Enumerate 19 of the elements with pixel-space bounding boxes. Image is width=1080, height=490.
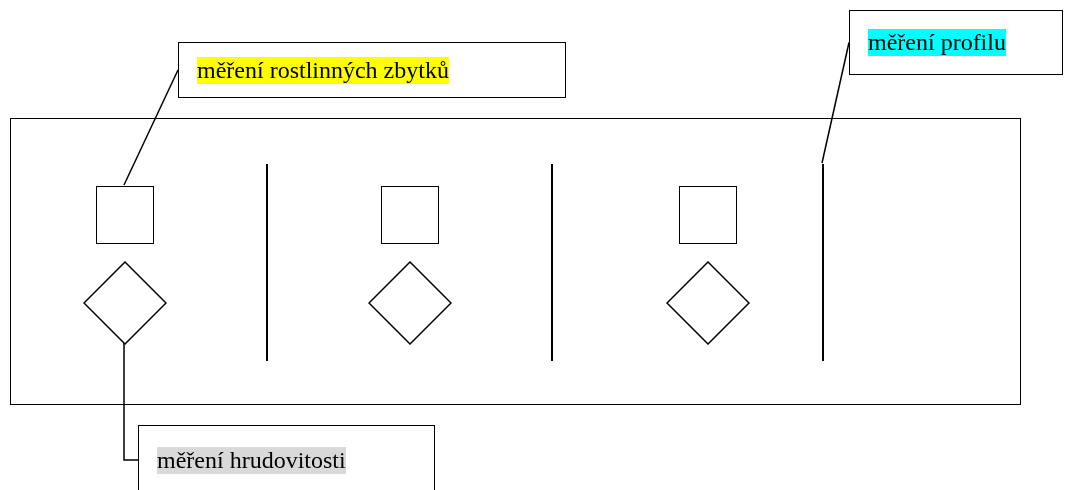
diamond-marker xyxy=(666,261,750,345)
leader-line xyxy=(123,342,139,461)
label-text: měření rostlinných zbytků xyxy=(197,56,449,84)
divider-line xyxy=(266,164,268,361)
label-text: měření hrudovitosti xyxy=(157,446,346,474)
square-marker xyxy=(381,186,439,244)
divider-line xyxy=(551,164,553,361)
plot-outline xyxy=(10,118,1021,405)
divider-line xyxy=(822,164,824,361)
label-box xyxy=(138,425,435,490)
label-box xyxy=(849,10,1063,75)
diamond-marker xyxy=(83,261,167,345)
square-marker xyxy=(96,186,154,244)
label-text: měření profilu xyxy=(868,29,1006,56)
square-marker xyxy=(679,186,737,244)
leader-line xyxy=(821,41,850,164)
diamond-marker xyxy=(368,261,452,345)
label-box xyxy=(178,42,566,98)
leader-line xyxy=(123,69,179,186)
